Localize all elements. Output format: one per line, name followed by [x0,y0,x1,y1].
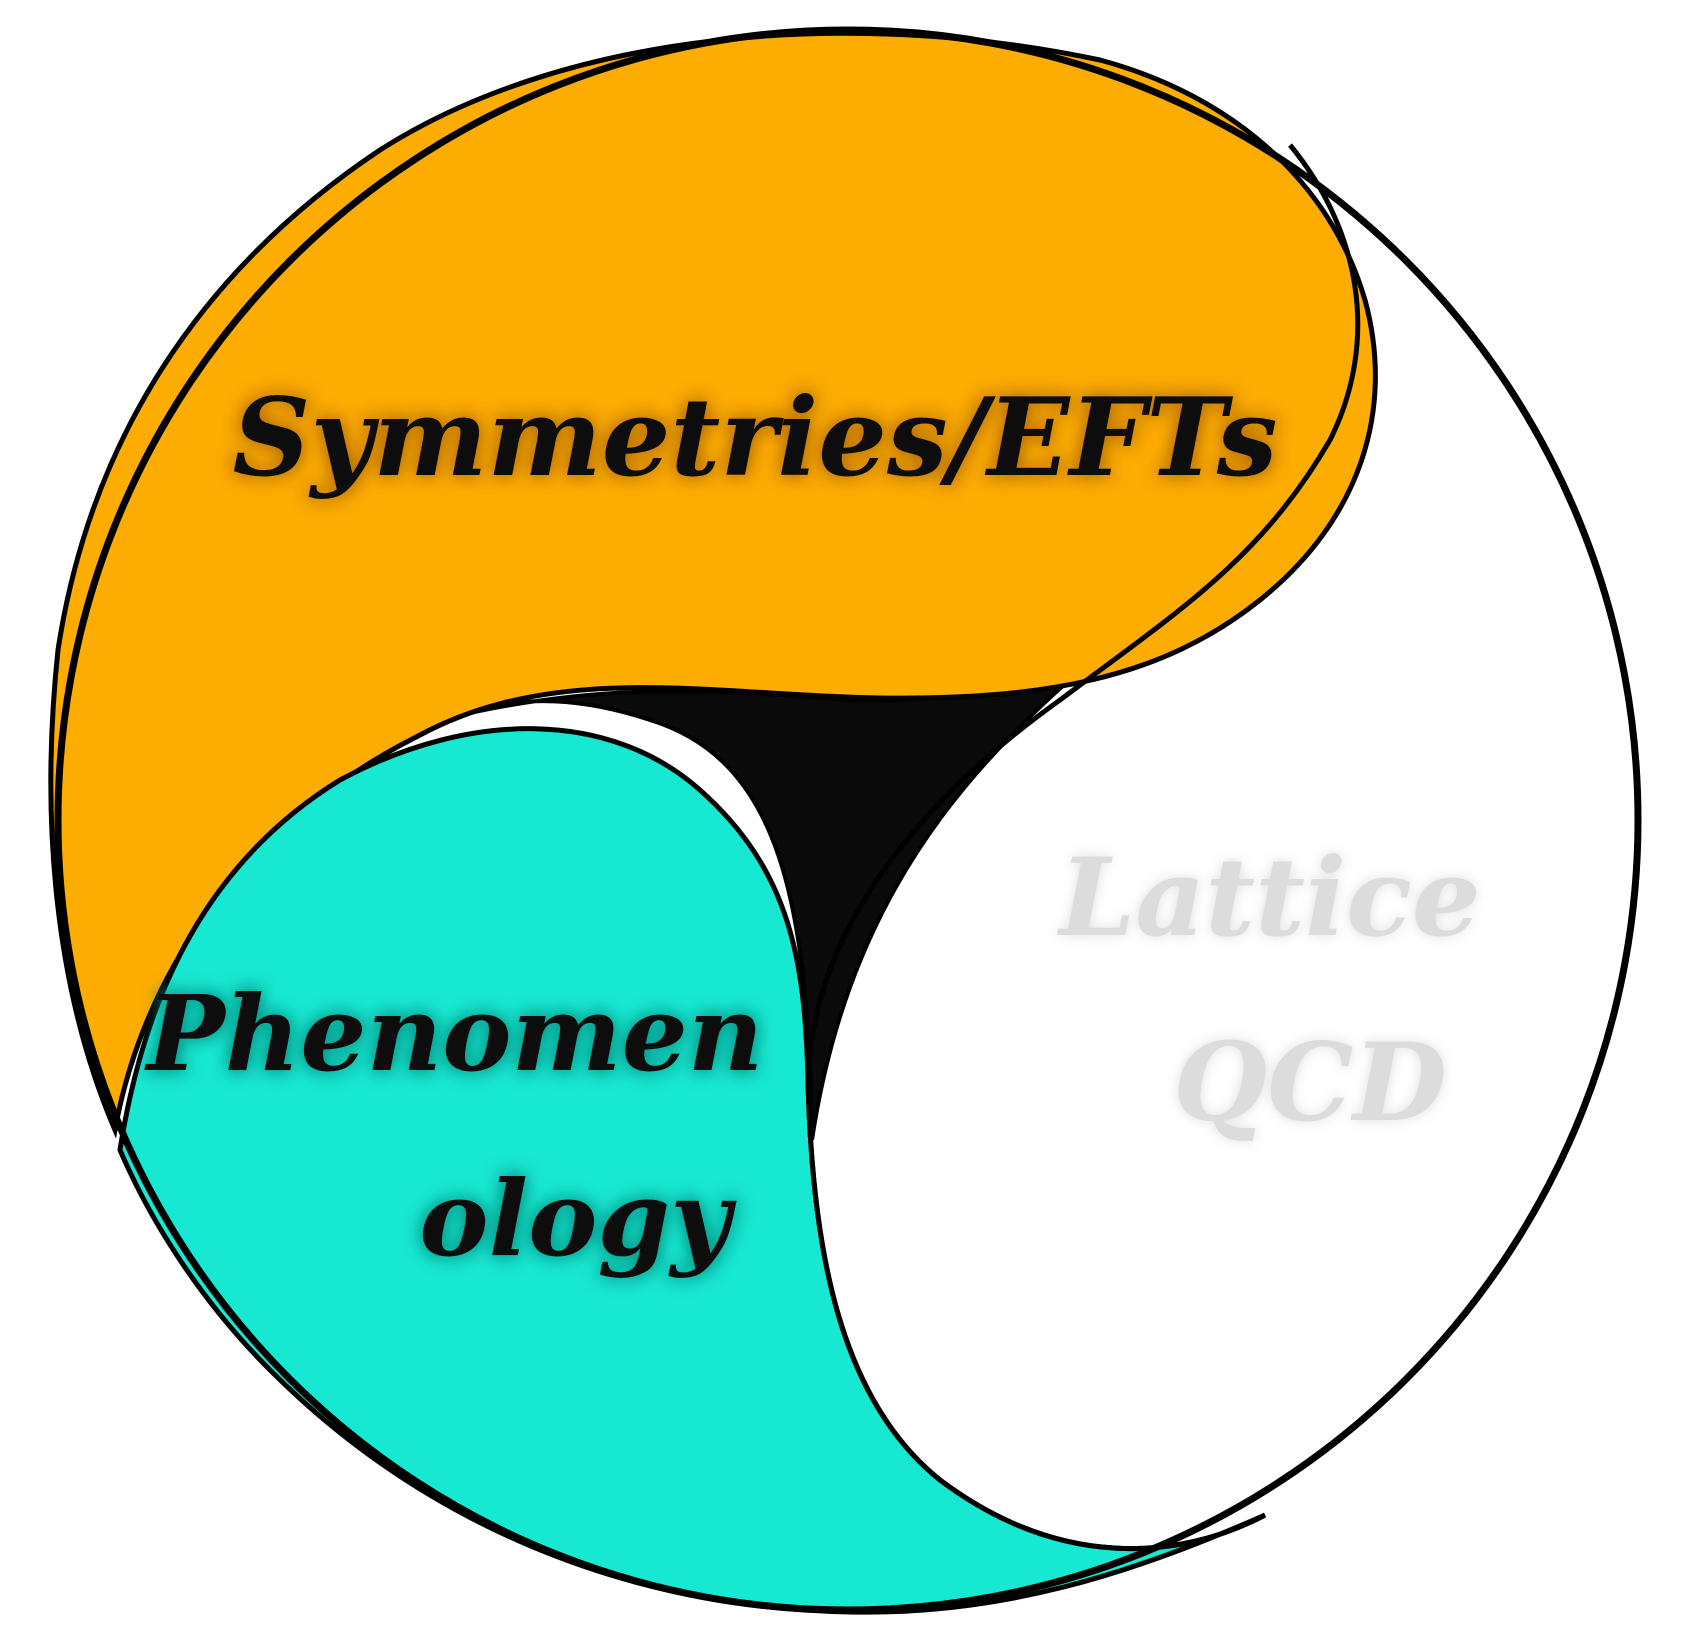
symmetries-label: Symmetries/EFTs [232,375,1277,501]
lattice-label-line2: QCD [1173,1020,1447,1146]
phenomenology-label-line2: ology [419,1157,737,1280]
lattice-label-line1: Lattice [1056,835,1480,961]
center-region [439,566,1202,1141]
lattice-inner-boundary [805,143,1361,1552]
symmetries-region [48,30,1378,1139]
phenomenology-label-line1: Phenomen [144,972,764,1095]
outer-circle-outline [54,26,1642,1614]
